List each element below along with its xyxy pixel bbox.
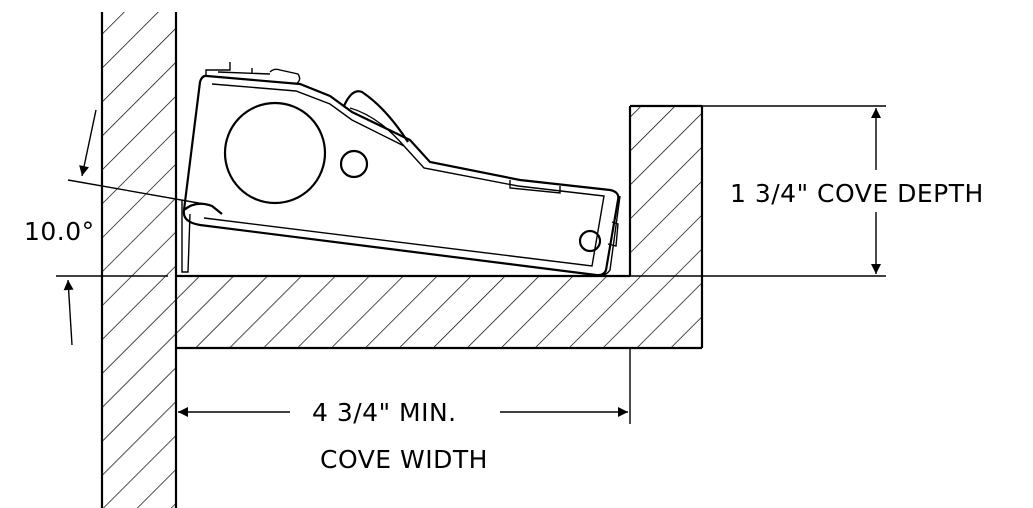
cove-width-dimension: 4 3/4" MIN. COVE WIDTH — [178, 348, 631, 474]
left-wall — [100, 12, 178, 508]
angle-label: 10.0° — [24, 217, 95, 246]
angle-dimension: 10.0° — [24, 109, 205, 346]
right-lip — [628, 104, 704, 348]
cove-depth-dimension: 1 3/4" COVE DEPTH — [630, 105, 984, 277]
angle-arrow-bottom — [63, 279, 74, 346]
light-fixture — [181, 62, 621, 277]
cove-depth-label: 1 3/4" COVE DEPTH — [730, 179, 984, 208]
angle-arrow-top — [79, 109, 97, 177]
cove-floor — [176, 276, 702, 350]
cove-width-label-line2: COVE WIDTH — [320, 445, 488, 474]
cove-width-label-line1: 4 3/4" MIN. — [312, 398, 457, 427]
angle-extension-line — [67, 179, 205, 205]
